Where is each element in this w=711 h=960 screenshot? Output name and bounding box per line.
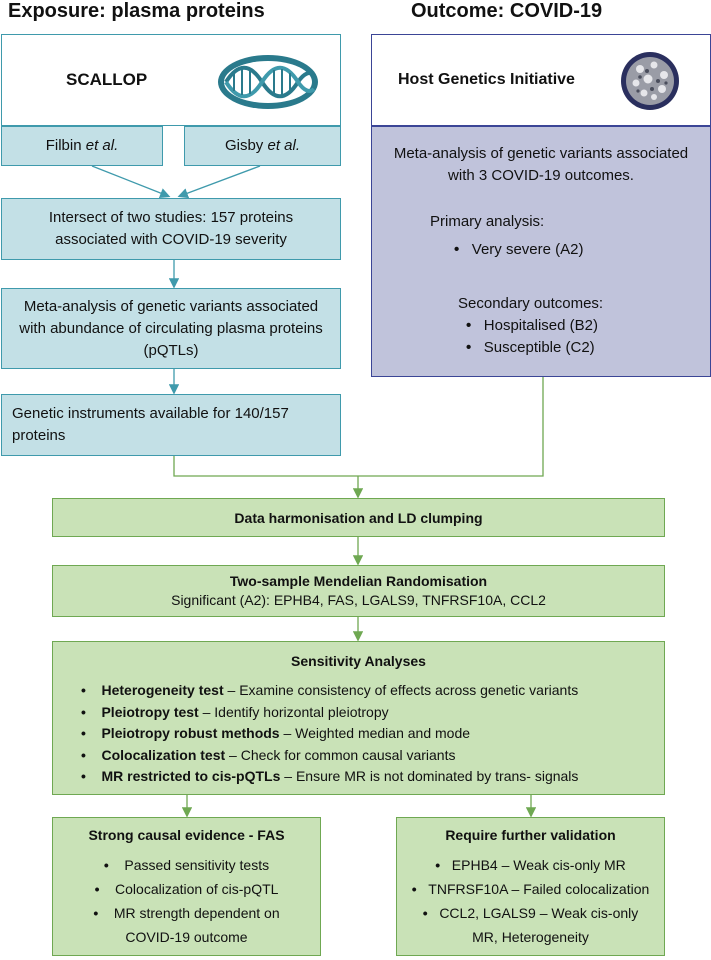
mr-title: Two-sample Mendelian Randomisation [229,573,488,589]
further-validation-title: Require further validation [445,827,616,843]
sensitivity-item-rest: – Check for common causal variants [225,746,456,763]
sensitivity-item: • Heterogeneity test – Examine consisten… [81,682,579,698]
intersect-box: Intersect of two studies: 157 proteins a… [1,198,341,260]
strong-evidence-item: • Colocalization of cis-pQTL [94,881,279,897]
dna-helix-icon [216,53,320,111]
filbin-name: Filbin [45,137,86,154]
outcome-header: Outcome: COVID-19 [411,0,603,22]
strong-evidence-item: • MR strength dependent on COVID-19 outc… [93,905,280,945]
instruments-text: Genetic instruments available for 140/15… [12,405,289,444]
sensitivity-item-rest: – Examine consistency of effects across … [223,682,579,698]
hgi-primary-item-text: Very severe (A2) [471,241,584,258]
further-validation-box: Require further validation • EPHB4 – Wea… [396,817,665,956]
sensitivity-item: • Pleiotropy test – Identify horizontal … [81,703,389,720]
exposure-header: Exposure: plasma proteins [8,0,265,22]
green-arrows [173,377,544,818]
harmonisation-box: Data harmonisation and LD clumping [52,498,665,537]
further-validation-item: • EPHB4 – Weak cis-only MR [435,857,626,873]
hgi-primary-item: • Very severe (A2) [454,241,584,258]
sensitivity-item-rest: – Weighted median and mode [279,725,471,741]
sensitivity-item-bold: Pleiotropy test [101,703,199,720]
gisby-etal: et al. [267,137,301,154]
scallop-box: SCALLOP [1,34,341,126]
sensitivity-item-bold: Pleiotropy robust methods [101,725,280,741]
hgi-secondary-item-text: Susceptible (C2) [483,339,595,356]
instruments-box: Genetic instruments available for 140/15… [1,394,341,456]
further-validation-item-text: CCL2, LGALS9 – Weak cis-only MR, Heterog… [439,905,639,945]
filbin-etal: et al. [85,137,119,154]
strong-evidence-item-text: Passed sensitivity tests [124,857,270,873]
strong-evidence-box: Strong causal evidence - FAS • Passed se… [52,817,321,956]
meta-pqtl-text: Meta-analysis of genetic variants associ… [19,297,323,359]
gisby-box: Gisby et al. [184,126,341,166]
hgi-secondary-item: • Susceptible (C2) [466,339,595,356]
further-validation-item: • TNFRSF10A – Failed colocalization [411,881,650,897]
hgi-secondary-item: • Hospitalised (B2) [466,317,598,334]
mr-box: Two-sample Mendelian Randomisation Signi… [52,565,665,617]
gisby-name: Gisby [224,137,268,154]
sensitivity-item-bold: Heterogeneity test [101,682,224,698]
sensitivity-item: • MR restricted to cis-pQTLs – Ensure MR… [81,768,579,784]
hgi-box: Host Genetics Initiative [371,34,711,126]
sensitivity-title: Sensitivity Analyses [291,653,426,669]
hgi-primary-title: Primary analysis: [430,213,545,230]
further-validation-item-text: TNFRSF10A – Failed colocalization [428,881,650,897]
hgi-secondary-item-text: Hospitalised (B2) [483,317,598,334]
hgi-intro: Meta-analysis of genetic variants associ… [393,145,689,184]
sensitivity-item-rest: – Ensure MR is not dominated by trans- s… [280,768,579,784]
intersect-text: Intersect of two studies: 157 proteins a… [48,209,294,248]
sensitivity-item: • Pleiotropy robust methods – Weighted m… [81,725,471,741]
sensitivity-item: • Colocalization test – Check for common… [81,746,456,763]
teal-arrows [91,165,261,395]
filbin-box: Filbin et al. [1,126,163,166]
sensitivity-item-bold: Colocalization test [101,746,226,763]
mr-significant: Significant (A2): EPHB4, FAS, LGALS9, TN… [171,592,546,608]
scallop-label: SCALLOP [66,70,148,89]
hgi-label: Host Genetics Initiative [398,71,575,88]
sensitivity-item-rest: – Identify horizontal pleiotropy [198,703,389,720]
hgi-secondary-title: Secondary outcomes: [458,295,604,312]
further-validation-item-text: EPHB4 – Weak cis-only MR [451,857,626,873]
strong-evidence-item: • Passed sensitivity tests [103,857,270,873]
strong-evidence-item-text: MR strength dependent on COVID-19 outcom… [113,905,280,945]
sensitivity-item-bold: MR restricted to cis-pQTLs [101,768,281,784]
strong-evidence-item-text: Colocalization of cis-pQTL [115,881,279,897]
further-validation-item: • CCL2, LGALS9 – Weak cis-only MR, Heter… [422,905,639,945]
coronavirus-icon [620,51,680,111]
sensitivity-box: Sensitivity Analyses • Heterogeneity tes… [52,641,665,795]
hgi-details-box: Meta-analysis of genetic variants associ… [371,126,711,377]
meta-pqtl-box: Meta-analysis of genetic variants associ… [1,288,341,369]
harmonisation-text: Data harmonisation and LD clumping [234,509,483,526]
strong-evidence-title: Strong causal evidence - FAS [88,827,285,843]
